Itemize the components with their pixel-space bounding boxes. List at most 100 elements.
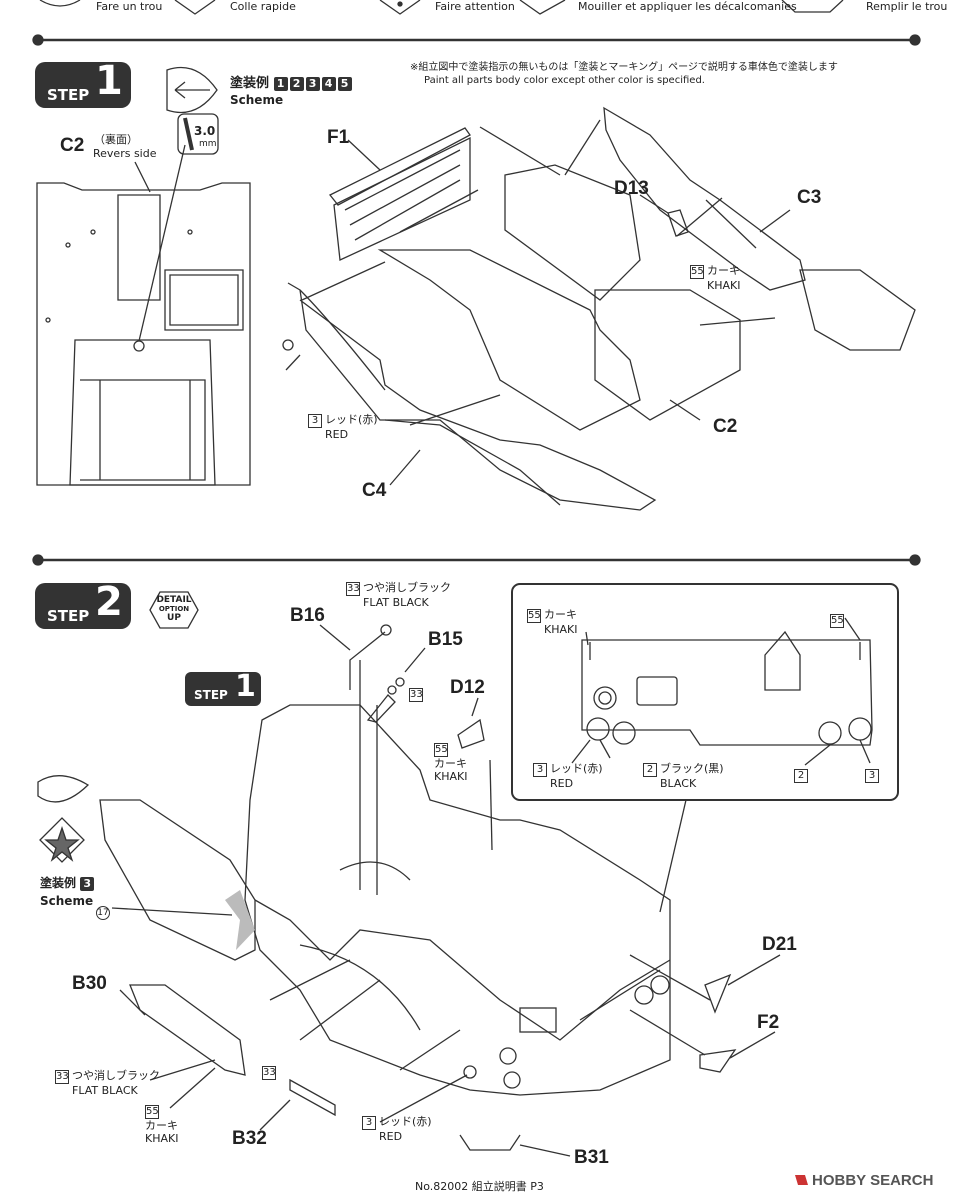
legend-fill-text: Remplir le trou	[866, 0, 948, 13]
inset-black-num: 2	[643, 763, 657, 777]
drill-size: 3.0	[194, 124, 216, 138]
red-jp: レッド(赤)	[325, 413, 378, 426]
legend-drill-text: Fare un trou	[96, 0, 163, 13]
inset-khaki-right: 55	[830, 608, 847, 628]
decal-num: 17	[96, 906, 110, 920]
inset-num-3: 3	[865, 763, 882, 783]
brand-watermark: HOBBY SEARCH	[812, 1172, 934, 1189]
part-b30-label: B30	[72, 973, 107, 994]
step1-note-jp: ※組立図中で塗装指示の無いものは「塗装とマーキング」ページで説明する車体色で塗装…	[410, 62, 838, 73]
inset-black-en: BLACK	[660, 777, 697, 790]
flat-black-en: FLAT BLACK	[363, 596, 429, 609]
d12-khaki-callout: 55 カーキ KHAKI	[434, 742, 467, 783]
part-f2-label: F2	[757, 1012, 780, 1033]
flat-black-num: 33	[346, 582, 360, 596]
detail-mid: OPTION	[158, 605, 190, 613]
part-d13-label: D13	[614, 178, 649, 199]
b30-flat-black-en: FLAT BLACK	[72, 1084, 138, 1097]
part-b32-label: B32	[232, 1128, 267, 1149]
reverse-en: Revers side	[93, 147, 157, 160]
b30-flat-black-right: 33	[262, 1060, 279, 1080]
khaki-paint-num: 55	[690, 265, 704, 279]
scheme-num-2: 2	[289, 77, 304, 91]
inset-black-jp: ブラック(黒)	[660, 762, 724, 775]
scheme-num-5: 5	[337, 77, 352, 91]
inset-khaki-jp: カーキ	[544, 608, 577, 621]
d12-khaki-num: 55	[434, 743, 448, 757]
step2-scheme-en: Scheme	[40, 894, 94, 908]
inset-num-2: 2	[794, 763, 811, 783]
part-f1-label: F1	[327, 127, 350, 148]
flat-black-jp: つや消しブラック	[363, 581, 451, 594]
step1-ref-number: 1	[235, 669, 256, 704]
inset-red-num-right: 3	[865, 769, 879, 783]
inset-red-en: RED	[550, 777, 574, 790]
d12-khaki-en: KHAKI	[434, 770, 468, 783]
b30-flat-black-num-right: 33	[262, 1066, 276, 1080]
part-c4-label: C4	[362, 480, 387, 501]
detail-up-badge: DETAIL OPTION UP	[150, 596, 198, 623]
reverse-part-label: C2	[60, 135, 85, 156]
step1-note-en: Paint all parts body color except other …	[424, 75, 705, 86]
step1-badge: STEP 1	[35, 58, 131, 108]
scheme-num-3: 3	[305, 77, 320, 91]
part-d21-label: D21	[762, 934, 797, 955]
part-b31-label: B31	[574, 1147, 609, 1168]
step2-word: STEP	[47, 607, 90, 625]
inset-khaki-num-right: 55	[830, 614, 844, 628]
inset-black-num-right: 2	[794, 769, 808, 783]
b30-flat-black-jp: つや消しブラック	[72, 1069, 160, 1082]
inset-red-num: 3	[533, 763, 547, 777]
b30-khaki-jp: カーキ	[145, 1119, 178, 1132]
step1-scheme-en: Scheme	[230, 93, 284, 107]
step1-ref-word: STEP	[194, 688, 228, 702]
step2-badge: STEP 2	[35, 579, 131, 629]
rear-red-en: RED	[379, 1130, 403, 1143]
step2-scheme: 塗装例 3	[40, 874, 96, 891]
b30-khaki-callout: 55 カーキ KHAKI	[145, 1104, 178, 1145]
scheme-num-4: 4	[321, 77, 336, 91]
part-d12-label: D12	[450, 677, 485, 698]
khaki-jp: カーキ	[707, 264, 740, 277]
part-c2-label: C2	[713, 416, 738, 437]
rear-red-num: 3	[362, 1116, 376, 1130]
legend-caution-text: Faire attention	[435, 0, 515, 13]
detail-bot: UP	[167, 613, 181, 623]
step2-scheme-num: 3	[80, 877, 95, 891]
step1-ref-badge: STEP 1	[185, 669, 261, 706]
step1-word: STEP	[47, 86, 90, 104]
b30-flat-black-num: 33	[55, 1070, 69, 1084]
legend-decal-text: Mouiller et appliquer les décalcomanies	[578, 0, 797, 13]
rear-red-jp: レッド(赤)	[379, 1115, 432, 1128]
step1-number: 1	[95, 58, 123, 104]
inset-khaki-num: 55	[527, 609, 541, 623]
part-b15-label: B15	[428, 629, 463, 650]
reverse-jp: （裏面）	[94, 133, 138, 146]
decal-17: 17	[96, 900, 110, 920]
khaki-en: KHAKI	[707, 279, 741, 292]
detail-top: DETAIL	[156, 595, 192, 605]
b15-paint-num: 33	[409, 688, 423, 702]
red-paint-num: 3	[308, 414, 322, 428]
b30-khaki-num: 55	[145, 1105, 159, 1119]
step1-scheme-jp: 塗装例	[230, 76, 270, 91]
red-en: RED	[325, 428, 349, 441]
drill-unit: mm	[199, 139, 217, 149]
inset-khaki-en: KHAKI	[544, 623, 578, 636]
step2-number: 2	[95, 579, 123, 625]
d12-khaki-jp: カーキ	[434, 757, 467, 770]
b30-khaki-en: KHAKI	[145, 1132, 179, 1145]
legend-glue-text: Colle rapide	[230, 0, 296, 13]
page-footer: No.82002 組立説明書 P3	[415, 1180, 544, 1193]
part-b16-label: B16	[290, 605, 325, 626]
inset-red-jp: レッド(赤)	[550, 762, 603, 775]
